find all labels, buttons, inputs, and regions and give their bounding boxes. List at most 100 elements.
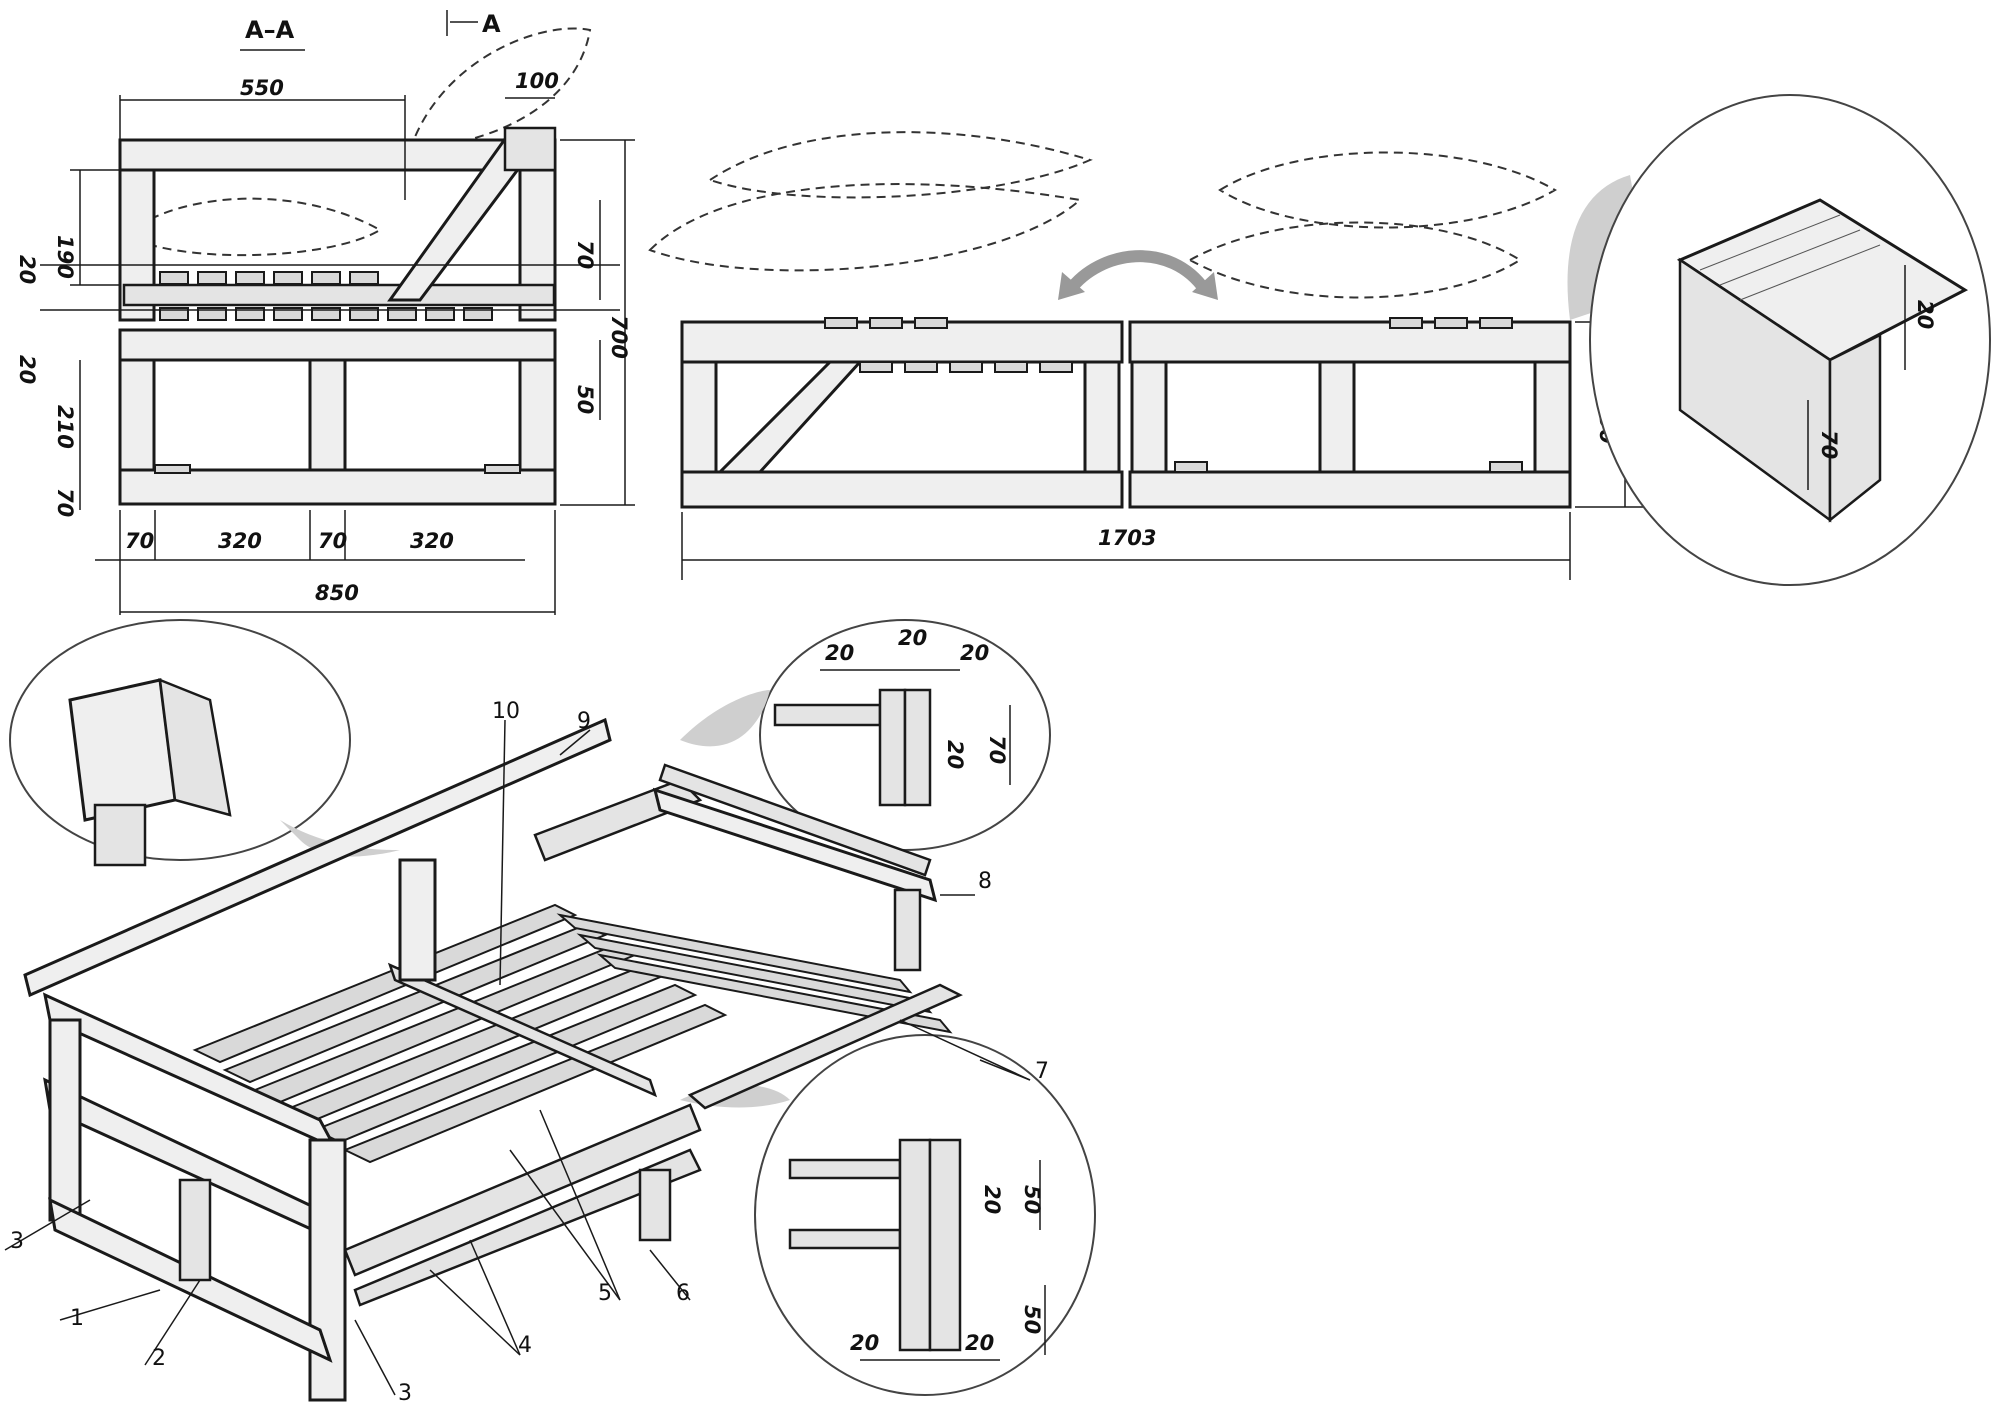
front-post-near <box>308 1138 347 1402</box>
slat-row-top <box>159 271 493 321</box>
back-rail <box>658 763 932 877</box>
dim-height: 700 <box>607 315 631 359</box>
bottom-rail <box>118 468 557 506</box>
dim-side-50: 50 <box>573 385 597 414</box>
detail-post <box>903 688 932 807</box>
pillow-outline <box>707 131 1093 199</box>
corner-post-near <box>48 1018 82 1222</box>
post <box>1318 360 1356 474</box>
corner-detail: 20 70 <box>1567 94 1991 586</box>
detail-post <box>878 688 907 807</box>
dim-corner-a: 20 <box>1913 300 1937 329</box>
part-label-10: 10 <box>492 699 520 724</box>
post <box>1083 360 1121 474</box>
joint-block-side <box>158 678 232 817</box>
rotate-arrow-head-right <box>1192 272 1218 300</box>
part-label-3a: 3 <box>10 1229 24 1254</box>
part-10-fold-rail <box>387 962 658 1098</box>
dim-backrest: 190 <box>53 235 77 279</box>
cut-marker: A <box>482 10 501 38</box>
dimension-lines <box>40 95 635 615</box>
slat-bottom-d3: 50 <box>1020 1305 1044 1334</box>
slat-bottom-d5: 20 <box>965 1331 994 1355</box>
slat-top-d5: 70 <box>985 735 1009 764</box>
dim-overall: 850 <box>315 581 359 605</box>
brace <box>716 360 864 474</box>
leader-lines <box>4 719 1031 1396</box>
pillow-outline <box>1218 151 1557 229</box>
part-8-arm-far <box>652 787 938 903</box>
left-leg <box>118 358 156 472</box>
part-6-leg <box>638 1168 672 1242</box>
side-view: 350 1703 <box>648 131 1650 580</box>
slat-bottom-d1: 20 <box>980 1185 1004 1214</box>
detail-post <box>928 1138 962 1352</box>
part-label-6: 6 <box>676 1281 690 1306</box>
dim-leg: 210 <box>53 405 77 449</box>
rotate-arrow-head-left <box>1058 272 1085 300</box>
joint-block-front <box>68 678 177 822</box>
bottom-rail-right <box>1128 470 1572 509</box>
arm-post-far <box>893 888 922 972</box>
dim-bottom-a: 70 <box>125 529 154 553</box>
pillow-outline <box>123 197 382 257</box>
part-label-9: 9 <box>577 709 591 734</box>
arm-post-near <box>398 858 437 982</box>
detail-post <box>898 1138 932 1352</box>
backrest-panel <box>533 778 703 862</box>
slat-top-d3: 20 <box>960 641 989 665</box>
post <box>1130 360 1168 474</box>
section-view: A–A A <box>15 10 635 615</box>
assembly-view: 20 20 20 20 70 20 50 50 20 20 <box>4 619 1096 1406</box>
dim-bottom-c: 70 <box>318 529 347 553</box>
dim-bottom-d: 320 <box>410 529 454 553</box>
dim-corner-b: 70 <box>1817 430 1841 459</box>
top-rail <box>118 138 557 172</box>
seat-rail-upper <box>122 283 556 307</box>
detail-rail <box>788 1228 902 1250</box>
seat-rail-lower <box>118 328 557 362</box>
part-label-1: 1 <box>70 1306 84 1331</box>
part-4-front-rail-lower <box>353 1148 702 1307</box>
part-4-front-rail <box>343 1103 702 1277</box>
bottom-block <box>484 464 521 474</box>
dim-width-top: 550 <box>240 76 284 100</box>
dim-side-length: 1703 <box>1098 526 1156 550</box>
bottom-block <box>154 464 191 474</box>
joint-post <box>93 803 147 867</box>
part-label-3b: 3 <box>398 1381 412 1406</box>
slat-top-d2: 20 <box>898 626 927 650</box>
pillow-outline-back <box>408 27 592 152</box>
dim-bottom-b: 320 <box>218 529 262 553</box>
detail-rail <box>788 1158 902 1180</box>
slat-bottom-d2: 50 <box>1020 1185 1044 1214</box>
far-frame-rail <box>687 983 963 1110</box>
bottom-rail-left <box>680 470 1124 509</box>
slats-side <box>824 317 1523 473</box>
detail-rail <box>773 703 882 727</box>
dim-side-70: 70 <box>573 240 597 269</box>
arm-block <box>503 126 557 172</box>
post <box>1533 360 1572 474</box>
right-leg <box>518 358 557 472</box>
section-label: A–A <box>245 16 295 44</box>
callout-tail <box>280 820 400 857</box>
dim-gap-bottom: 20 <box>15 355 39 384</box>
slat-top-d4: 20 <box>943 740 967 769</box>
dim-gap-top: 20 <box>15 255 39 284</box>
slat-bottom-d4: 20 <box>850 1331 879 1355</box>
post <box>680 360 718 474</box>
pillow-outline <box>1187 221 1522 299</box>
seat-slats <box>192 903 953 1164</box>
part-label-5: 5 <box>598 1281 612 1306</box>
callout-tail <box>680 690 770 747</box>
center-leg <box>308 358 347 472</box>
part-9-loose-rail <box>23 717 612 998</box>
part-label-7: 7 <box>1035 1059 1049 1084</box>
part-label-2: 2 <box>152 1346 166 1371</box>
dim-base: 70 <box>53 488 77 517</box>
slat-top-d1: 20 <box>825 641 854 665</box>
corner-side-face <box>1828 332 1882 523</box>
rotate-arrow-icon <box>1065 250 1210 294</box>
